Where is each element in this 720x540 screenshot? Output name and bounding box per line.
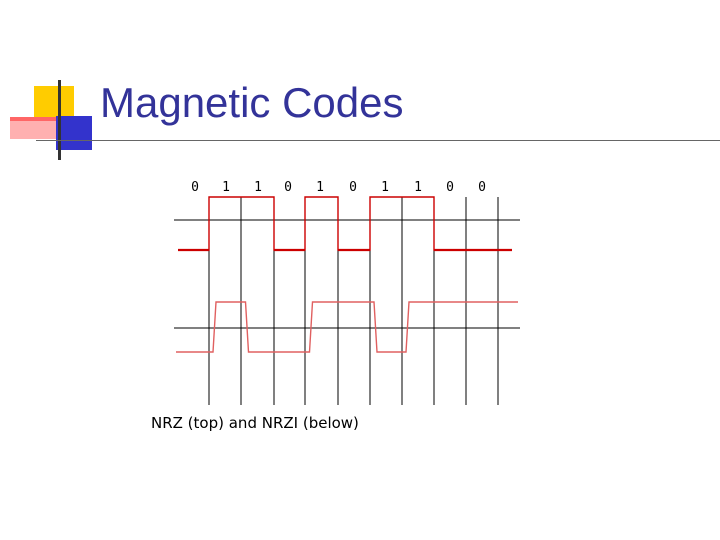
timing-grid — [174, 197, 520, 405]
bit-labels: 0 1 1 0 1 0 1 1 0 0 — [191, 180, 486, 195]
bit-label: 1 — [381, 180, 389, 195]
diagram-caption: NRZ (top) and NRZI (below) — [151, 414, 359, 432]
nrz-waveform-thin — [178, 196, 512, 251]
bit-label: 1 — [414, 180, 422, 195]
slide-title: Magnetic Codes — [100, 79, 404, 126]
waveforms — [176, 196, 518, 353]
deco-blue-square — [56, 116, 92, 150]
deco-horizontal-line — [36, 140, 720, 141]
bit-label: 0 — [349, 180, 357, 195]
bit-label: 0 — [191, 180, 199, 195]
bit-label: 1 — [222, 180, 230, 195]
bit-label: 0 — [284, 180, 292, 195]
deco-red-bar — [10, 117, 56, 121]
nrzi-waveform — [176, 301, 518, 353]
bit-label: 1 — [254, 180, 262, 195]
deco-red-light-bar — [10, 121, 56, 139]
deco-vertical-line — [58, 80, 61, 160]
bit-label: 0 — [446, 180, 454, 195]
bit-label: 1 — [316, 180, 324, 195]
bit-label: 0 — [478, 180, 486, 195]
